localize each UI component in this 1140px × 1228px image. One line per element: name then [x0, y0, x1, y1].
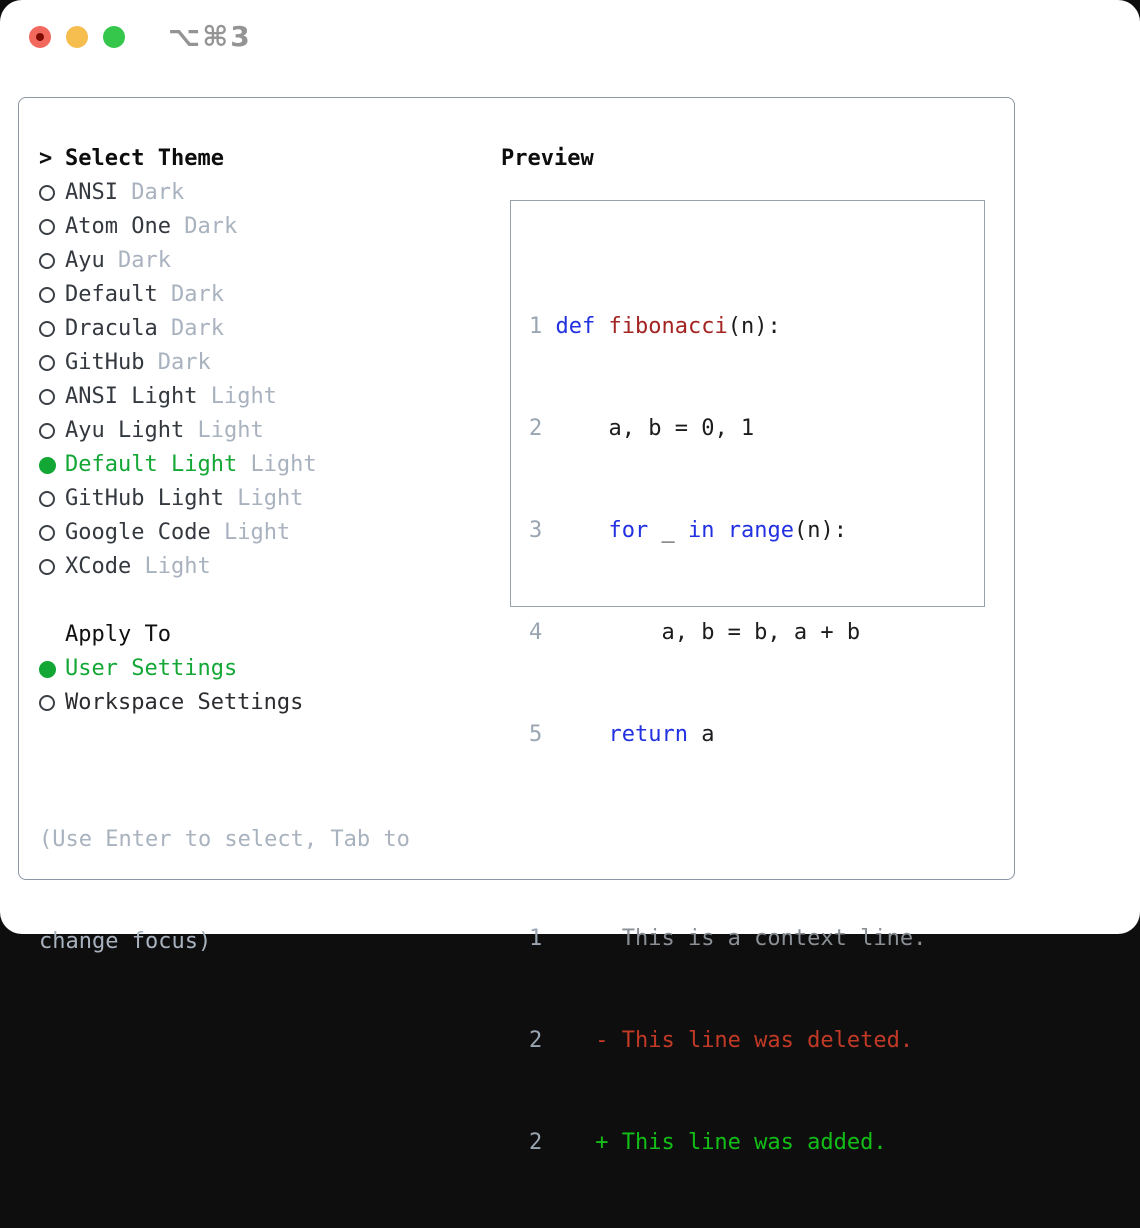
radio-icon — [39, 287, 55, 303]
theme-option-github-light[interactable]: GitHub Light Light — [39, 482, 317, 516]
theme-option-dracula-dark[interactable]: Dracula Dark — [39, 312, 317, 346]
maximize-button[interactable] — [103, 26, 125, 48]
code-preview: 1 def fibonacci(n): 2 a, b = 0, 1 3 for … — [529, 242, 926, 1228]
spacer — [39, 584, 317, 618]
radio-icon — [39, 355, 55, 371]
theme-option-ayu-light[interactable]: Ayu Light Light — [39, 414, 317, 448]
code-line-1: 1 def fibonacci(n): — [529, 314, 781, 339]
apply-option-user-settings[interactable]: User Settings — [39, 652, 317, 686]
theme-list: > Select Theme ANSI Dark Atom One Dark A… — [39, 142, 317, 720]
radio-icon — [39, 695, 55, 711]
diff-deleted-line: 2 - This line was deleted. — [529, 1028, 914, 1053]
theme-option-ayu-dark[interactable]: Ayu Dark — [39, 244, 317, 278]
code-line-4: 4 a, b = b, a + b — [529, 620, 861, 645]
radio-selected-icon — [39, 456, 56, 474]
apply-to-header: Apply To — [39, 618, 317, 652]
theme-option-google-code[interactable]: Google Code Light — [39, 516, 317, 550]
radio-selected-icon — [39, 660, 56, 678]
radio-icon — [39, 185, 55, 201]
title-bar: ⌥⌘3 — [0, 0, 1140, 60]
code-line-blank — [529, 820, 926, 854]
theme-option-ansi-light[interactable]: ANSI Light Light — [39, 380, 317, 414]
theme-picker-panel: > Select Theme ANSI Dark Atom One Dark A… — [18, 97, 1015, 1155]
apply-option-workspace-settings[interactable]: Workspace Settings — [39, 686, 317, 720]
theme-option-github-dark[interactable]: GitHub Dark — [39, 346, 317, 380]
close-button[interactable] — [29, 26, 51, 48]
app-window: ⌥⌘3 > Select Theme ANSI Dark Atom One Da… — [0, 0, 1140, 1155]
theme-option-default-dark[interactable]: Default Dark — [39, 278, 317, 312]
radio-icon — [39, 253, 55, 269]
preview-title: Preview — [501, 146, 594, 171]
code-line-2: 2 a, b = 0, 1 — [529, 416, 755, 441]
radio-icon — [39, 491, 55, 507]
radio-icon — [39, 389, 55, 405]
window-shortcut-label: ⌥⌘3 — [168, 20, 252, 53]
radio-icon — [39, 525, 55, 541]
diff-context-line: 1 This is a context line. — [529, 926, 927, 951]
preview-pane: 1 def fibonacci(n): 2 a, b = 0, 1 3 for … — [510, 200, 985, 1155]
theme-option-atom-one-dark[interactable]: Atom One Dark — [39, 210, 317, 244]
code-line-5: 5 return a — [529, 722, 715, 747]
help-line-2: change focus) — [39, 929, 212, 954]
radio-icon — [39, 559, 55, 575]
cursor-indicator: > — [39, 146, 53, 171]
help-line-1: (Use Enter to select, Tab to — [39, 827, 410, 852]
radio-icon — [39, 321, 55, 337]
theme-option-ansi-dark[interactable]: ANSI Dark — [39, 176, 317, 210]
minimize-button[interactable] — [66, 26, 88, 48]
diff-added-line: 2 + This line was added. — [529, 1130, 887, 1155]
theme-option-default-light[interactable]: Default Light Light — [39, 448, 317, 482]
code-line-3: 3 for _ in range(n): — [529, 518, 847, 543]
help-text: (Use Enter to select, Tab to change focu… — [39, 755, 410, 1027]
theme-list-title: Select Theme — [65, 146, 224, 171]
radio-icon — [39, 423, 55, 439]
radio-icon — [39, 219, 55, 235]
theme-option-xcode[interactable]: XCode Light — [39, 550, 317, 584]
apply-to-title: Apply To — [65, 622, 171, 647]
theme-list-header: > Select Theme — [39, 142, 317, 176]
